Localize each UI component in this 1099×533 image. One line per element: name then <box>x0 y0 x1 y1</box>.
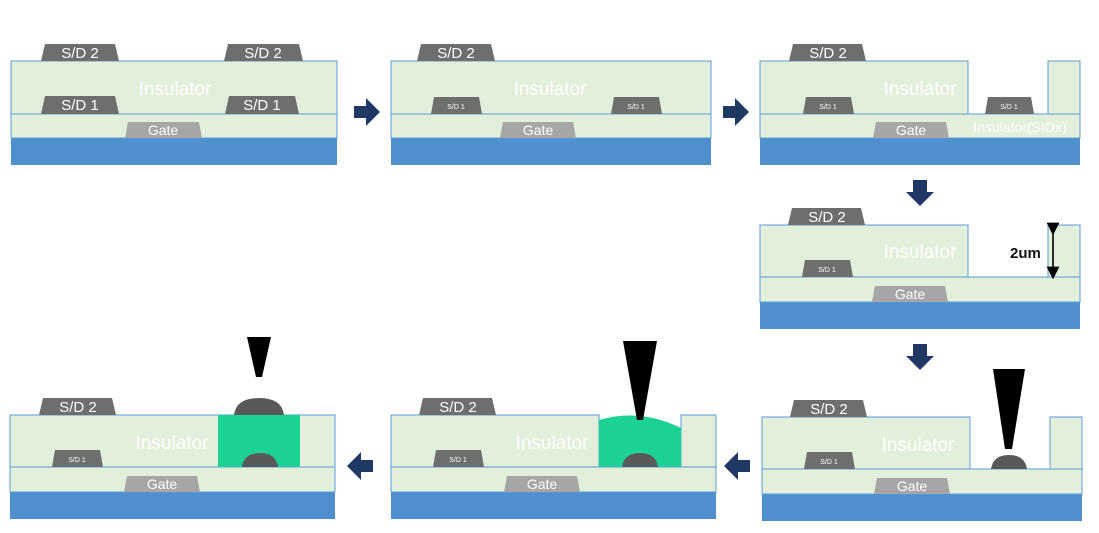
flow-arrow-left-2 <box>347 452 373 480</box>
panel-2-sd1-thinned: Gate S/D 1 S/D 1 S/D 2 Insulator <box>390 44 712 165</box>
dispense-nozzle-icon <box>993 369 1025 449</box>
gate-label: Gate <box>148 122 179 138</box>
substrate <box>760 138 1080 165</box>
metal-droplet <box>991 455 1027 469</box>
sd2-label: S/D 2 <box>439 399 477 416</box>
gate-label: Gate <box>523 122 554 138</box>
substrate <box>10 492 335 519</box>
sd1-electrode-left <box>803 97 854 114</box>
sd1-electrode-left <box>431 97 482 114</box>
insulator-label: Insulator <box>514 79 588 100</box>
gate-label: Gate <box>895 286 926 302</box>
sd1-electrode-exposed <box>985 97 1034 114</box>
sd1-label-left: S/D 1 <box>819 104 837 111</box>
gate-label: Gate <box>897 478 928 494</box>
panel-5-droplet-dispense: Gate S/D 1 S/D 2 Insulator <box>761 369 1083 521</box>
dimension-label: 2um <box>1010 245 1041 262</box>
gate-electrode <box>873 122 949 138</box>
metal-droplet-top <box>234 398 284 415</box>
sd1-electrode-left <box>41 96 119 114</box>
gate-electrode <box>874 478 950 494</box>
sd2-label: S/D 2 <box>808 209 846 226</box>
sd2-label: S/D 2 <box>809 45 847 62</box>
gate-electrode <box>872 286 948 302</box>
sd1-electrode <box>802 260 853 277</box>
gate-electrode <box>504 476 580 492</box>
metal-droplet <box>622 453 658 467</box>
dispense-nozzle-icon <box>247 337 271 377</box>
sd2-electrode-left <box>41 44 119 61</box>
sd2-label-right: S/D 2 <box>244 45 282 62</box>
panel-1-initial-structure: Gate S/D 1 S/D 1 S/D 2 S/D 2 Insulator <box>10 44 338 165</box>
sd1-label-right: S/D 1 <box>627 104 645 111</box>
panel-3-trench-etched: Gate Insulator(SiOx) S/D 1 S/D 1 S/D 2 I… <box>759 44 1081 165</box>
substrate <box>760 302 1080 329</box>
sd2-electrode <box>417 44 495 61</box>
sd1-label-left: S/D 1 <box>447 104 465 111</box>
sd1-electrode <box>433 450 484 467</box>
sd1-label: S/D 1 <box>449 457 467 464</box>
dispense-nozzle-icon <box>623 341 657 420</box>
sd2-electrode-right <box>224 44 303 61</box>
sd1-label-exposed: S/D 1 <box>1000 104 1018 111</box>
sd2-label: S/D 2 <box>59 399 97 416</box>
insulator-label: Insulator <box>516 433 590 454</box>
sd2-label-left: S/D 2 <box>61 45 99 62</box>
gate-label: Gate <box>147 476 178 492</box>
insulator-label: Insulator <box>882 435 956 456</box>
gate-label: Gate <box>896 122 927 138</box>
substrate <box>762 494 1082 521</box>
sd2-electrode <box>39 398 116 415</box>
metal-droplet-bottom <box>242 453 278 467</box>
sd1-electrode-right <box>611 97 662 114</box>
flow-arrow-down-2 <box>906 344 934 370</box>
sd1-electrode-right <box>225 96 299 114</box>
sd1-label: S/D 1 <box>820 459 838 466</box>
flow-arrow-right-2 <box>723 98 749 126</box>
sd1-electrode <box>52 450 103 467</box>
panel-4-trench-depth: Gate S/D 1 S/D 2 Insulator 2um <box>759 208 1081 329</box>
sd1-label-left: S/D 1 <box>61 97 99 114</box>
flow-arrow-left-1 <box>724 452 750 480</box>
gate-label: Gate <box>527 476 558 492</box>
sd2-electrode <box>419 398 496 415</box>
insulator-label: Insulator <box>136 433 210 454</box>
gate-electrode <box>500 122 576 138</box>
sd2-electrode <box>788 208 865 225</box>
siox-label: Insulator(SiOx) <box>973 119 1066 135</box>
sd2-electrode <box>789 44 866 61</box>
sd1-label-right: S/D 1 <box>243 97 281 114</box>
sd1-label: S/D 1 <box>68 457 86 464</box>
panel-7-via-completed: Gate S/D 1 S/D 2 Insulator <box>9 337 336 519</box>
sd1-label: S/D 1 <box>818 267 836 274</box>
substrate <box>11 138 337 165</box>
gate-electrode <box>124 476 200 492</box>
flow-arrow-right-1 <box>354 98 380 126</box>
insulator-label: Insulator <box>884 79 958 100</box>
gate-electrode <box>125 122 202 138</box>
panel-6-ink-filling: Gate S/D 1 S/D 2 Insulator <box>390 341 717 519</box>
sd1-electrode <box>804 452 855 469</box>
conductive-ink-fill <box>599 415 681 467</box>
substrate <box>391 138 711 165</box>
sd2-electrode <box>790 400 867 417</box>
insulator-label: Insulator <box>139 79 213 100</box>
sd2-label: S/D 2 <box>437 45 475 62</box>
substrate <box>391 492 716 519</box>
flow-arrow-down-1 <box>906 180 934 206</box>
insulator-label: Insulator <box>884 242 958 263</box>
sd2-label: S/D 2 <box>810 401 848 418</box>
